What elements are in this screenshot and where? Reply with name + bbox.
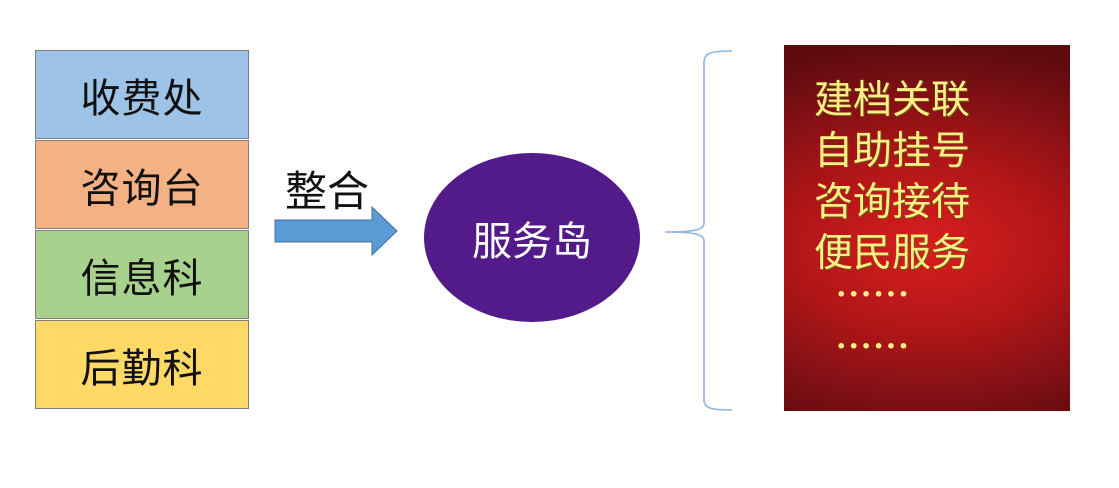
service-item: 便民服务 bbox=[814, 231, 971, 276]
ellipsis-1: ······ bbox=[836, 277, 911, 312]
services-list: 建档关联 自助挂号 咨询接待 便民服务 bbox=[814, 75, 970, 279]
services-panel: 建档关联 自助挂号 咨询接待 便民服务 ······ ······ bbox=[784, 45, 1070, 411]
ellipsis-2: ······ bbox=[836, 329, 911, 364]
service-item: 咨询接待 bbox=[814, 180, 971, 225]
service-island-label: 服务岛 bbox=[472, 218, 592, 265]
department-stack: 收费处 咨询台 信息科 后勤科 bbox=[35, 50, 249, 410]
dept-cashier: 收费处 bbox=[35, 50, 249, 139]
curly-brace-icon bbox=[664, 50, 733, 411]
dept-logistics: 后勤科 bbox=[35, 320, 249, 409]
service-item: 建档关联 bbox=[814, 78, 971, 123]
dept-info-desk: 咨询台 bbox=[35, 140, 249, 229]
arrow-right-icon bbox=[274, 205, 398, 257]
service-item: 自助挂号 bbox=[814, 129, 971, 174]
service-island-node: 服务岛 bbox=[424, 153, 640, 322]
dept-information: 信息科 bbox=[35, 230, 249, 319]
merge-label: 整合 bbox=[285, 167, 370, 216]
